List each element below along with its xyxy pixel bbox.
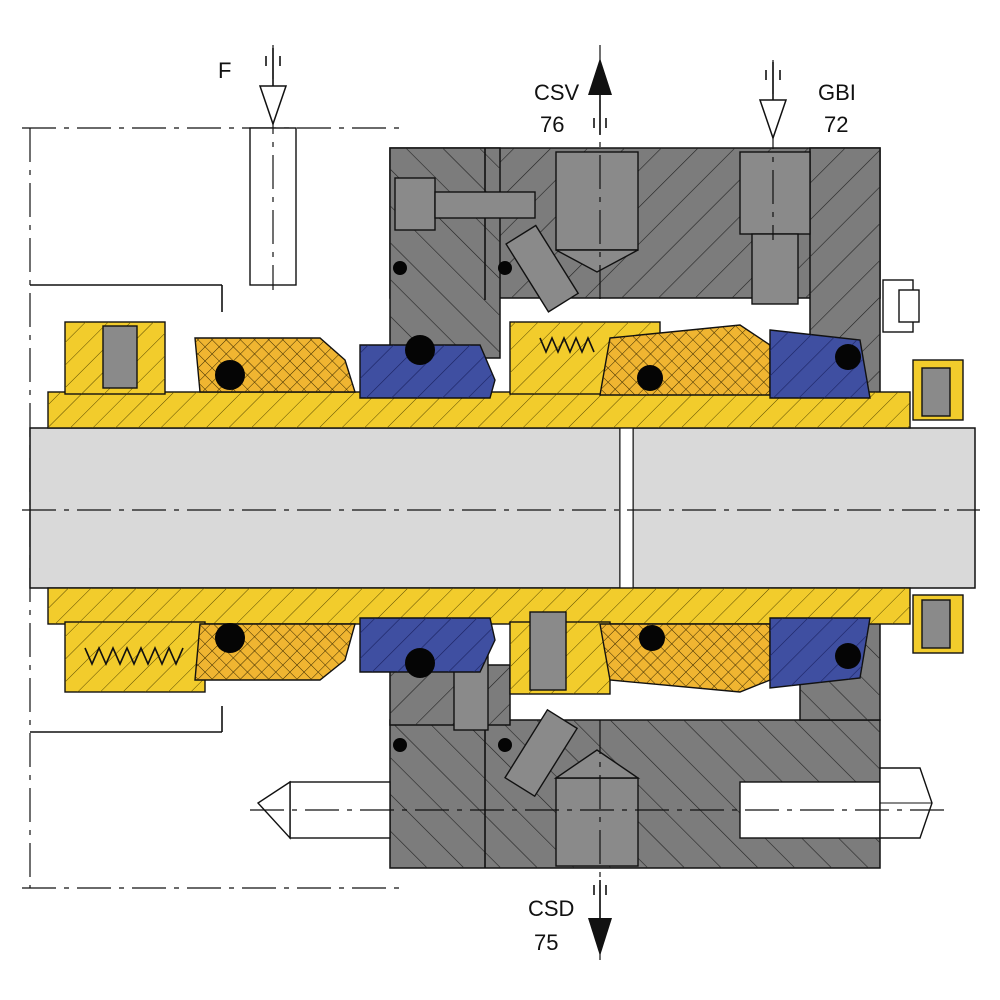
o-ring [215, 623, 245, 653]
shaft [22, 427, 980, 589]
drain-code-label: CSD [528, 896, 574, 921]
o-ring [498, 261, 512, 275]
barrier-inlet-number-label: 72 [824, 112, 848, 137]
gland-housing-bottom [250, 609, 945, 869]
set-screw-top [921, 367, 951, 417]
spring-inboard [84, 646, 184, 666]
o-ring [835, 643, 861, 669]
stationary-face-inboard-bottom [359, 617, 496, 673]
o-ring [215, 360, 245, 390]
set-screw-bottom [921, 599, 951, 649]
barrier-inlet-arrow [758, 60, 788, 240]
o-ring [639, 625, 665, 651]
gland-housing-top [389, 147, 920, 409]
flush-label: F [218, 58, 231, 83]
o-ring [405, 648, 435, 678]
stuffing-box-outline [22, 127, 400, 889]
stationary-face-outboard-bottom [769, 617, 871, 689]
stationary-face-inboard-top [359, 344, 496, 399]
drain-arrow [588, 720, 612, 960]
o-ring [393, 261, 407, 275]
rotating-ring-outboard-bottom [599, 623, 771, 693]
o-ring [498, 738, 512, 752]
o-ring [637, 365, 663, 391]
o-ring [835, 344, 861, 370]
barrier-inlet-code-label: GBI [818, 80, 856, 105]
spring-outboard [539, 335, 595, 355]
o-ring [393, 738, 407, 752]
vent-arrow [588, 45, 612, 300]
drain-number-label: 75 [534, 930, 558, 955]
vent-code-label: CSV [534, 80, 580, 105]
o-ring [405, 335, 435, 365]
vent-number-label: 76 [540, 112, 564, 137]
flush-connection [249, 45, 297, 290]
